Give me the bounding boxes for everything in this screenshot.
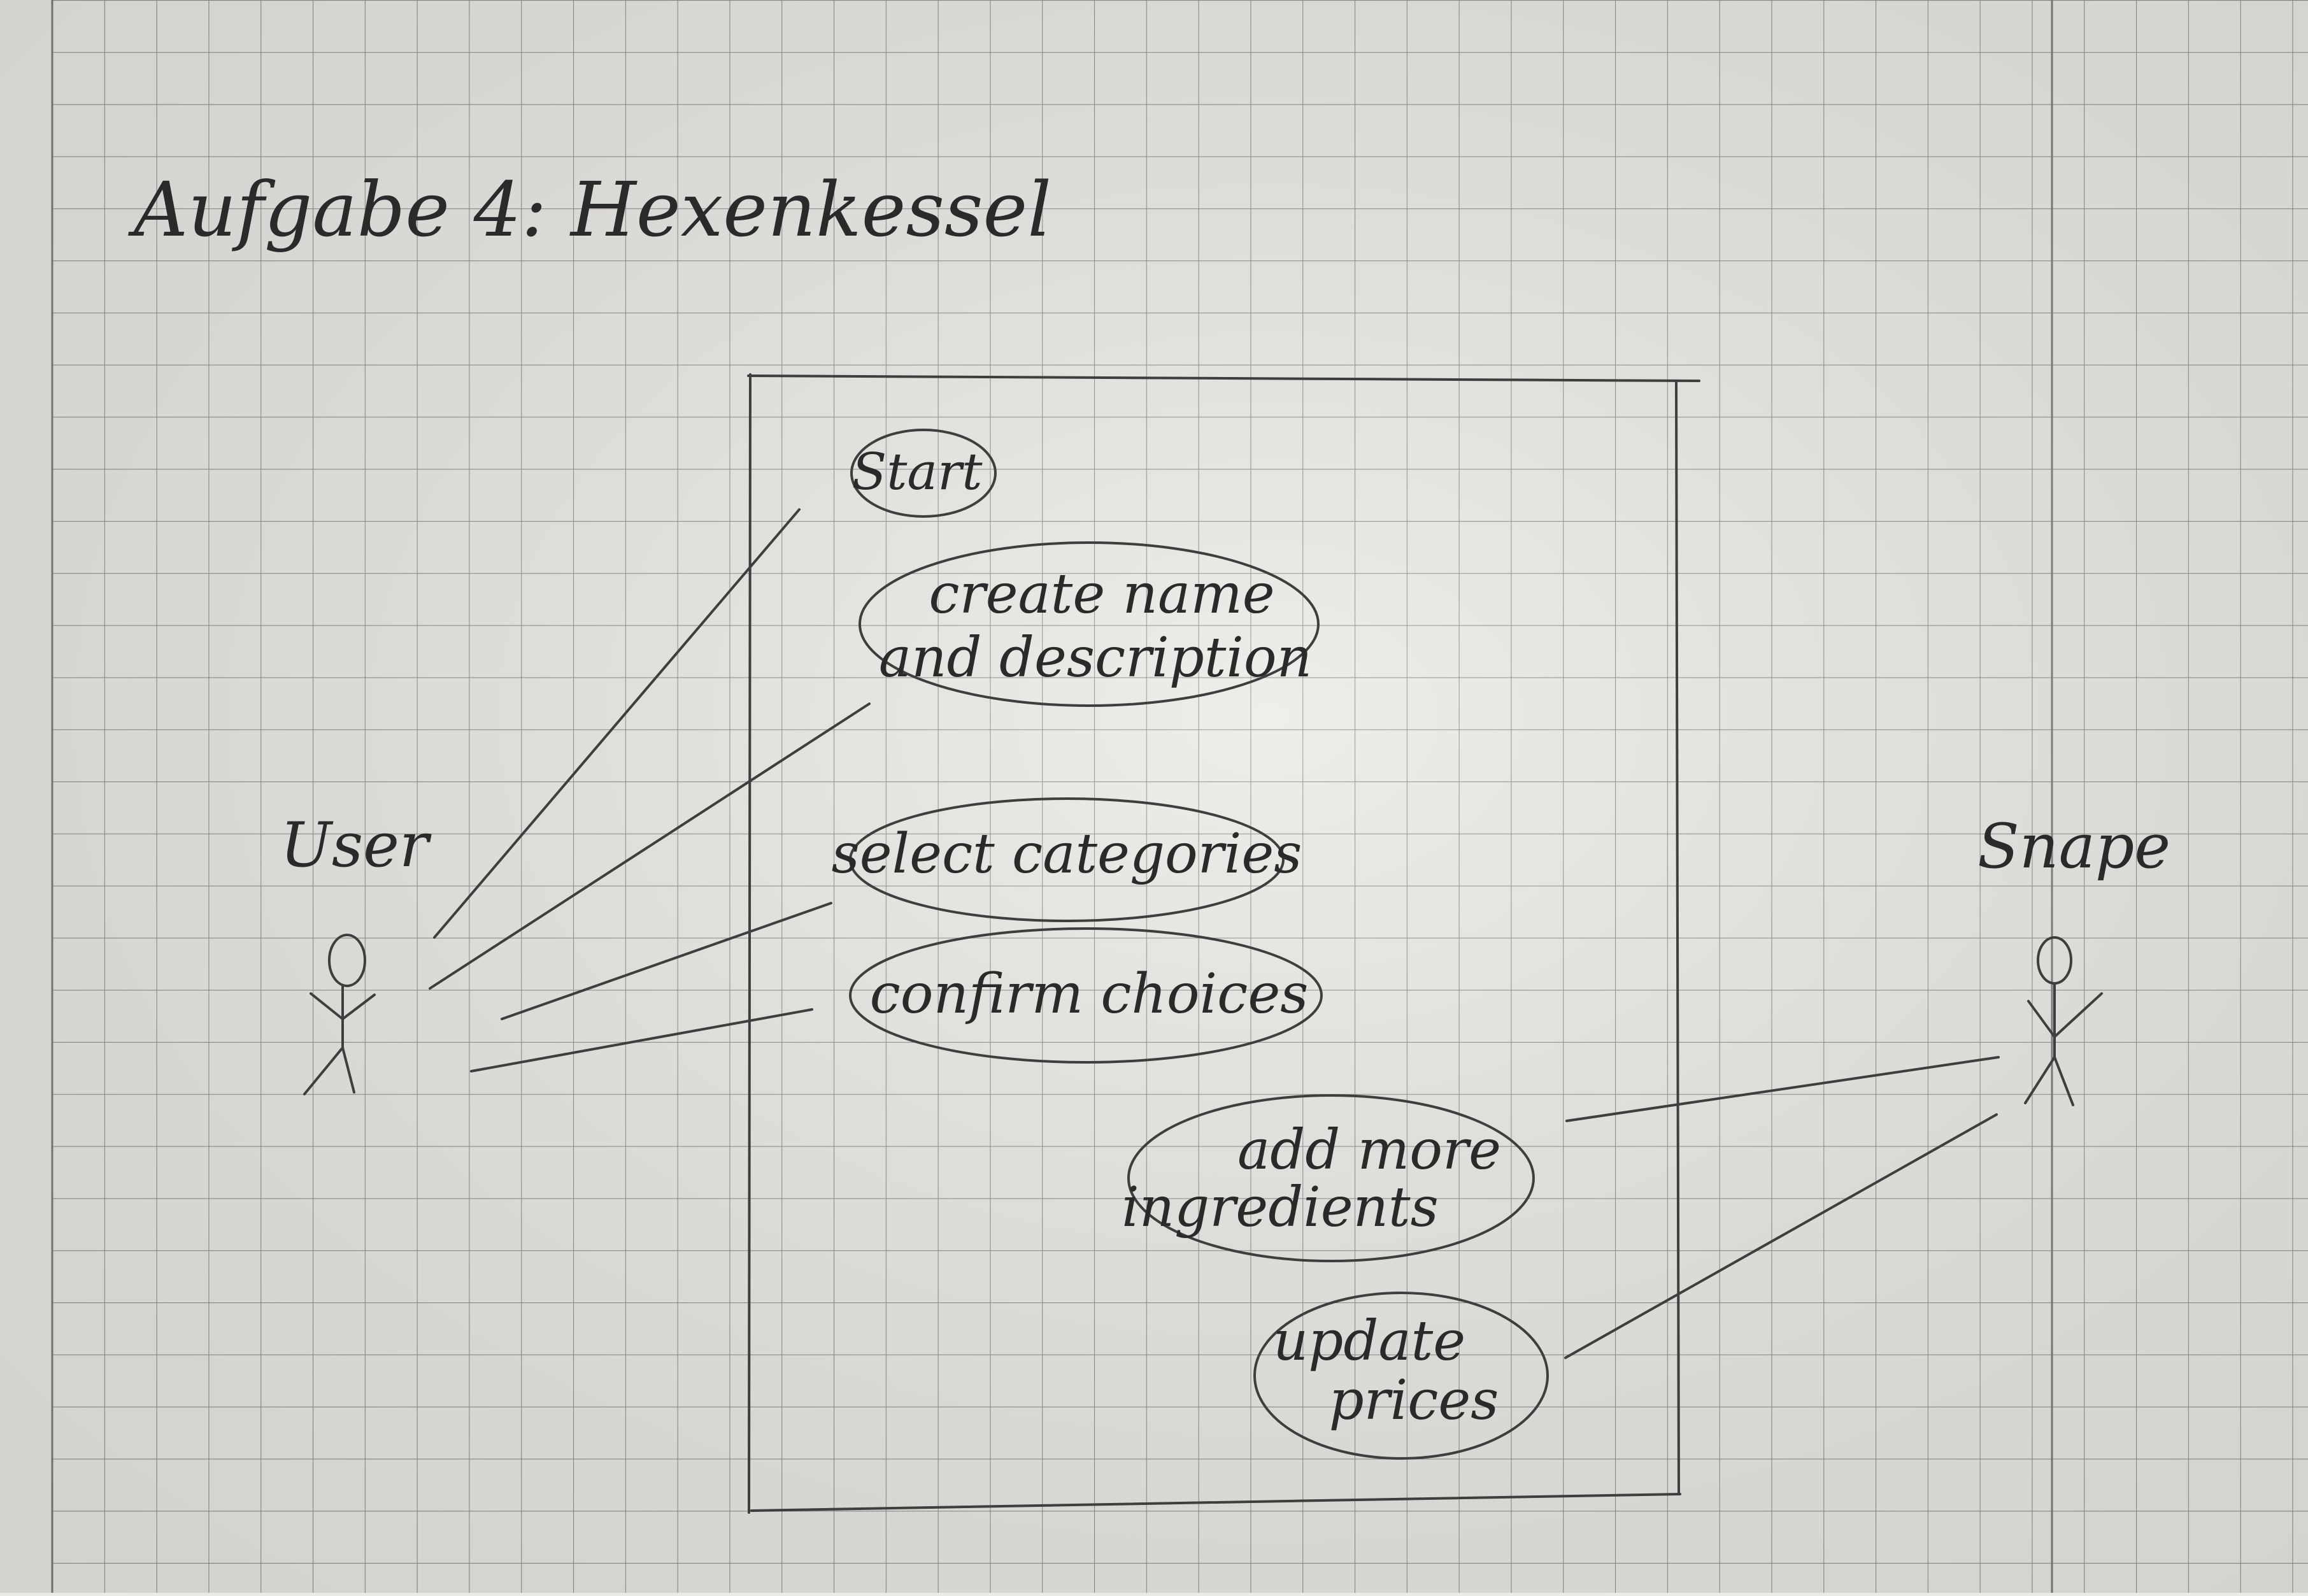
- use-case-select-categories-ellipse: [849, 797, 1285, 922]
- stick-figure-snape-icon: [2024, 936, 2103, 1106]
- use-case-add-more-ingredients-ellipse: [1127, 1094, 1535, 1262]
- use-case-confirm-choices-ellipse: [849, 927, 1323, 1064]
- use-case-select-categories-label: select categories: [832, 822, 1302, 886]
- use-case-update-prices-label-line-2: prices: [1329, 1369, 1499, 1432]
- use-case-start-label: Start: [851, 442, 983, 501]
- association-user-create-name-and-description: [429, 702, 871, 990]
- use-case-add-more-ingredients-label-line-1: add more: [1237, 1118, 1501, 1182]
- system-boundary: [747, 373, 1700, 1514]
- page-heading: Aufgabe 4: Hexenkessel: [128, 166, 1051, 253]
- use-case-create-name-and-description-ellipse: [858, 541, 1320, 707]
- use-case-create-name-and-description-label-line-1: create name: [929, 562, 1274, 626]
- associations: [429, 508, 2000, 1359]
- use-case-add-more-ingredients-label-line-2: ingredients: [1122, 1176, 1438, 1239]
- actor-snape-label: Snape: [1977, 811, 2170, 882]
- association-snape-update-prices: [1564, 1113, 1998, 1359]
- actor-snape: Snape: [1977, 811, 2170, 1106]
- association-user-confirm-choices: [470, 1008, 813, 1072]
- association-snape-add-more-ingredients: [1565, 1056, 2000, 1122]
- use-case-shapes: [849, 429, 1549, 1460]
- use-case-update-prices-label-line-1: update: [1273, 1309, 1465, 1373]
- association-user-start: [433, 508, 801, 939]
- use-case-update-prices-ellipse: [1253, 1292, 1549, 1460]
- actor-user-label: User: [280, 809, 432, 881]
- use-case-confirm-choices-label: confirm choices: [870, 962, 1309, 1026]
- use-case-start-ellipse: [850, 429, 997, 518]
- stick-figure-user-icon: [303, 934, 376, 1095]
- use-case-create-name-and-description-label-line-2: and description: [879, 626, 1312, 690]
- actor-user: User: [280, 809, 432, 1095]
- association-user-select-categories: [501, 902, 832, 1020]
